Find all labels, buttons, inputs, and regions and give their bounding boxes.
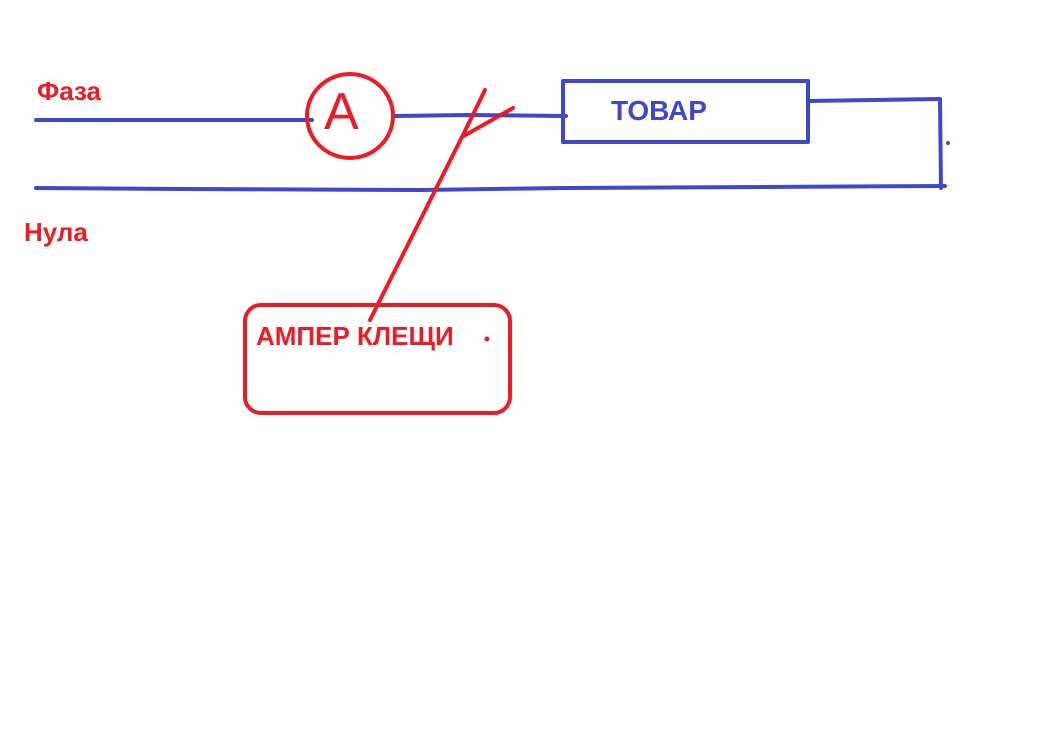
clamp-meter-marks [243,72,515,415]
clamp-lead [368,135,464,322]
clamp-jaw [460,88,487,139]
return-wire [806,97,943,190]
phase-label: Фаза [37,76,102,106]
load-box [561,79,810,144]
clamp-meter-box [243,303,512,415]
junction-dot [946,141,950,145]
clamp-meter-label: АМПЕР КЛЕЩИ [256,321,454,351]
neutral-wire [34,184,947,192]
ammeter-symbol: A [324,83,359,141]
phase-wire-to-load [393,113,568,118]
load-label: ТОВАР [611,95,707,126]
wires [34,79,950,192]
clamp-jaw-arm [460,106,515,139]
clamp-meter-dot [484,336,490,342]
neutral-label: Нула [24,217,88,247]
ammeter-circle [305,72,395,160]
